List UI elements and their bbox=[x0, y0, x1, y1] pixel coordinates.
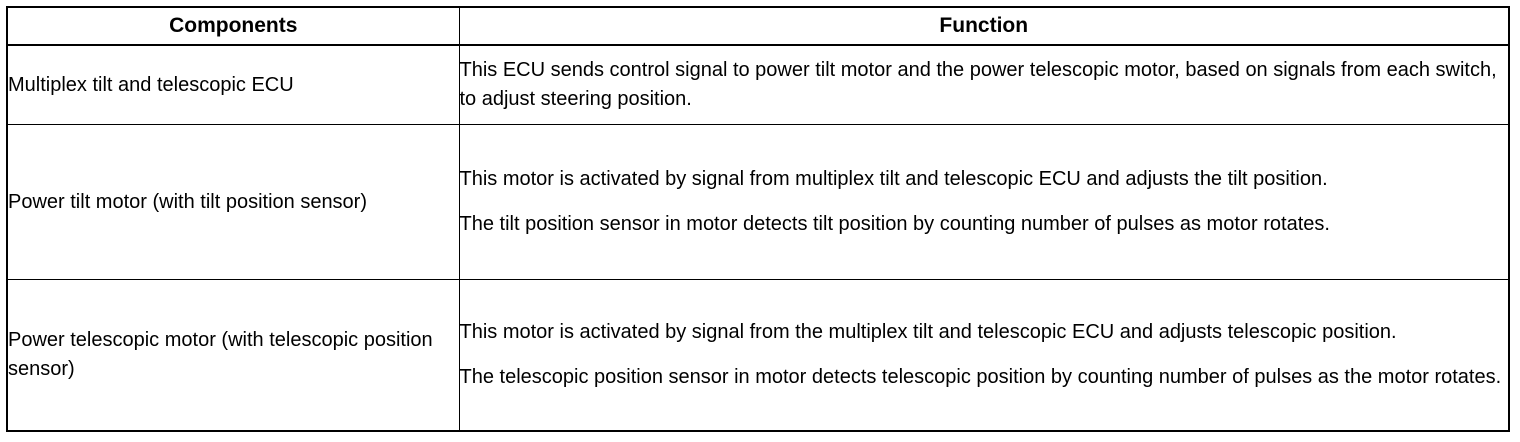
component-cell: Power tilt motor (with tilt position sen… bbox=[6, 124, 460, 280]
component-cell: Power telescopic motor (with telescopic … bbox=[6, 279, 460, 432]
component-cell: Multiplex tilt and telescopic ECU bbox=[6, 44, 460, 125]
function-paragraph: This ECU sends control signal to power t… bbox=[459, 59, 1497, 110]
function-cell: This ECU sends control signal to power t… bbox=[458, 44, 1510, 125]
table-row: Power tilt motor (with tilt position sen… bbox=[6, 124, 1510, 280]
header-components: Components bbox=[6, 6, 460, 46]
function-paragraph: This motor is activated by signal from t… bbox=[459, 321, 1397, 343]
function-paragraph: The tilt position sensor in motor detect… bbox=[459, 213, 1330, 235]
header-row: Components Function bbox=[6, 6, 1510, 46]
function-cell: This motor is activated by signal from m… bbox=[458, 124, 1510, 280]
function-cell: This motor is activated by signal from t… bbox=[458, 279, 1510, 432]
components-function-table: Components Function Multiplex tilt and t… bbox=[6, 6, 1510, 432]
table-row: Power telescopic motor (with telescopic … bbox=[6, 279, 1510, 432]
function-paragraph: The telescopic position sensor in motor … bbox=[459, 366, 1502, 388]
table-row: Multiplex tilt and telescopic ECU This E… bbox=[6, 44, 1510, 125]
function-paragraph: This motor is activated by signal from m… bbox=[459, 168, 1328, 190]
header-function: Function bbox=[458, 6, 1510, 46]
